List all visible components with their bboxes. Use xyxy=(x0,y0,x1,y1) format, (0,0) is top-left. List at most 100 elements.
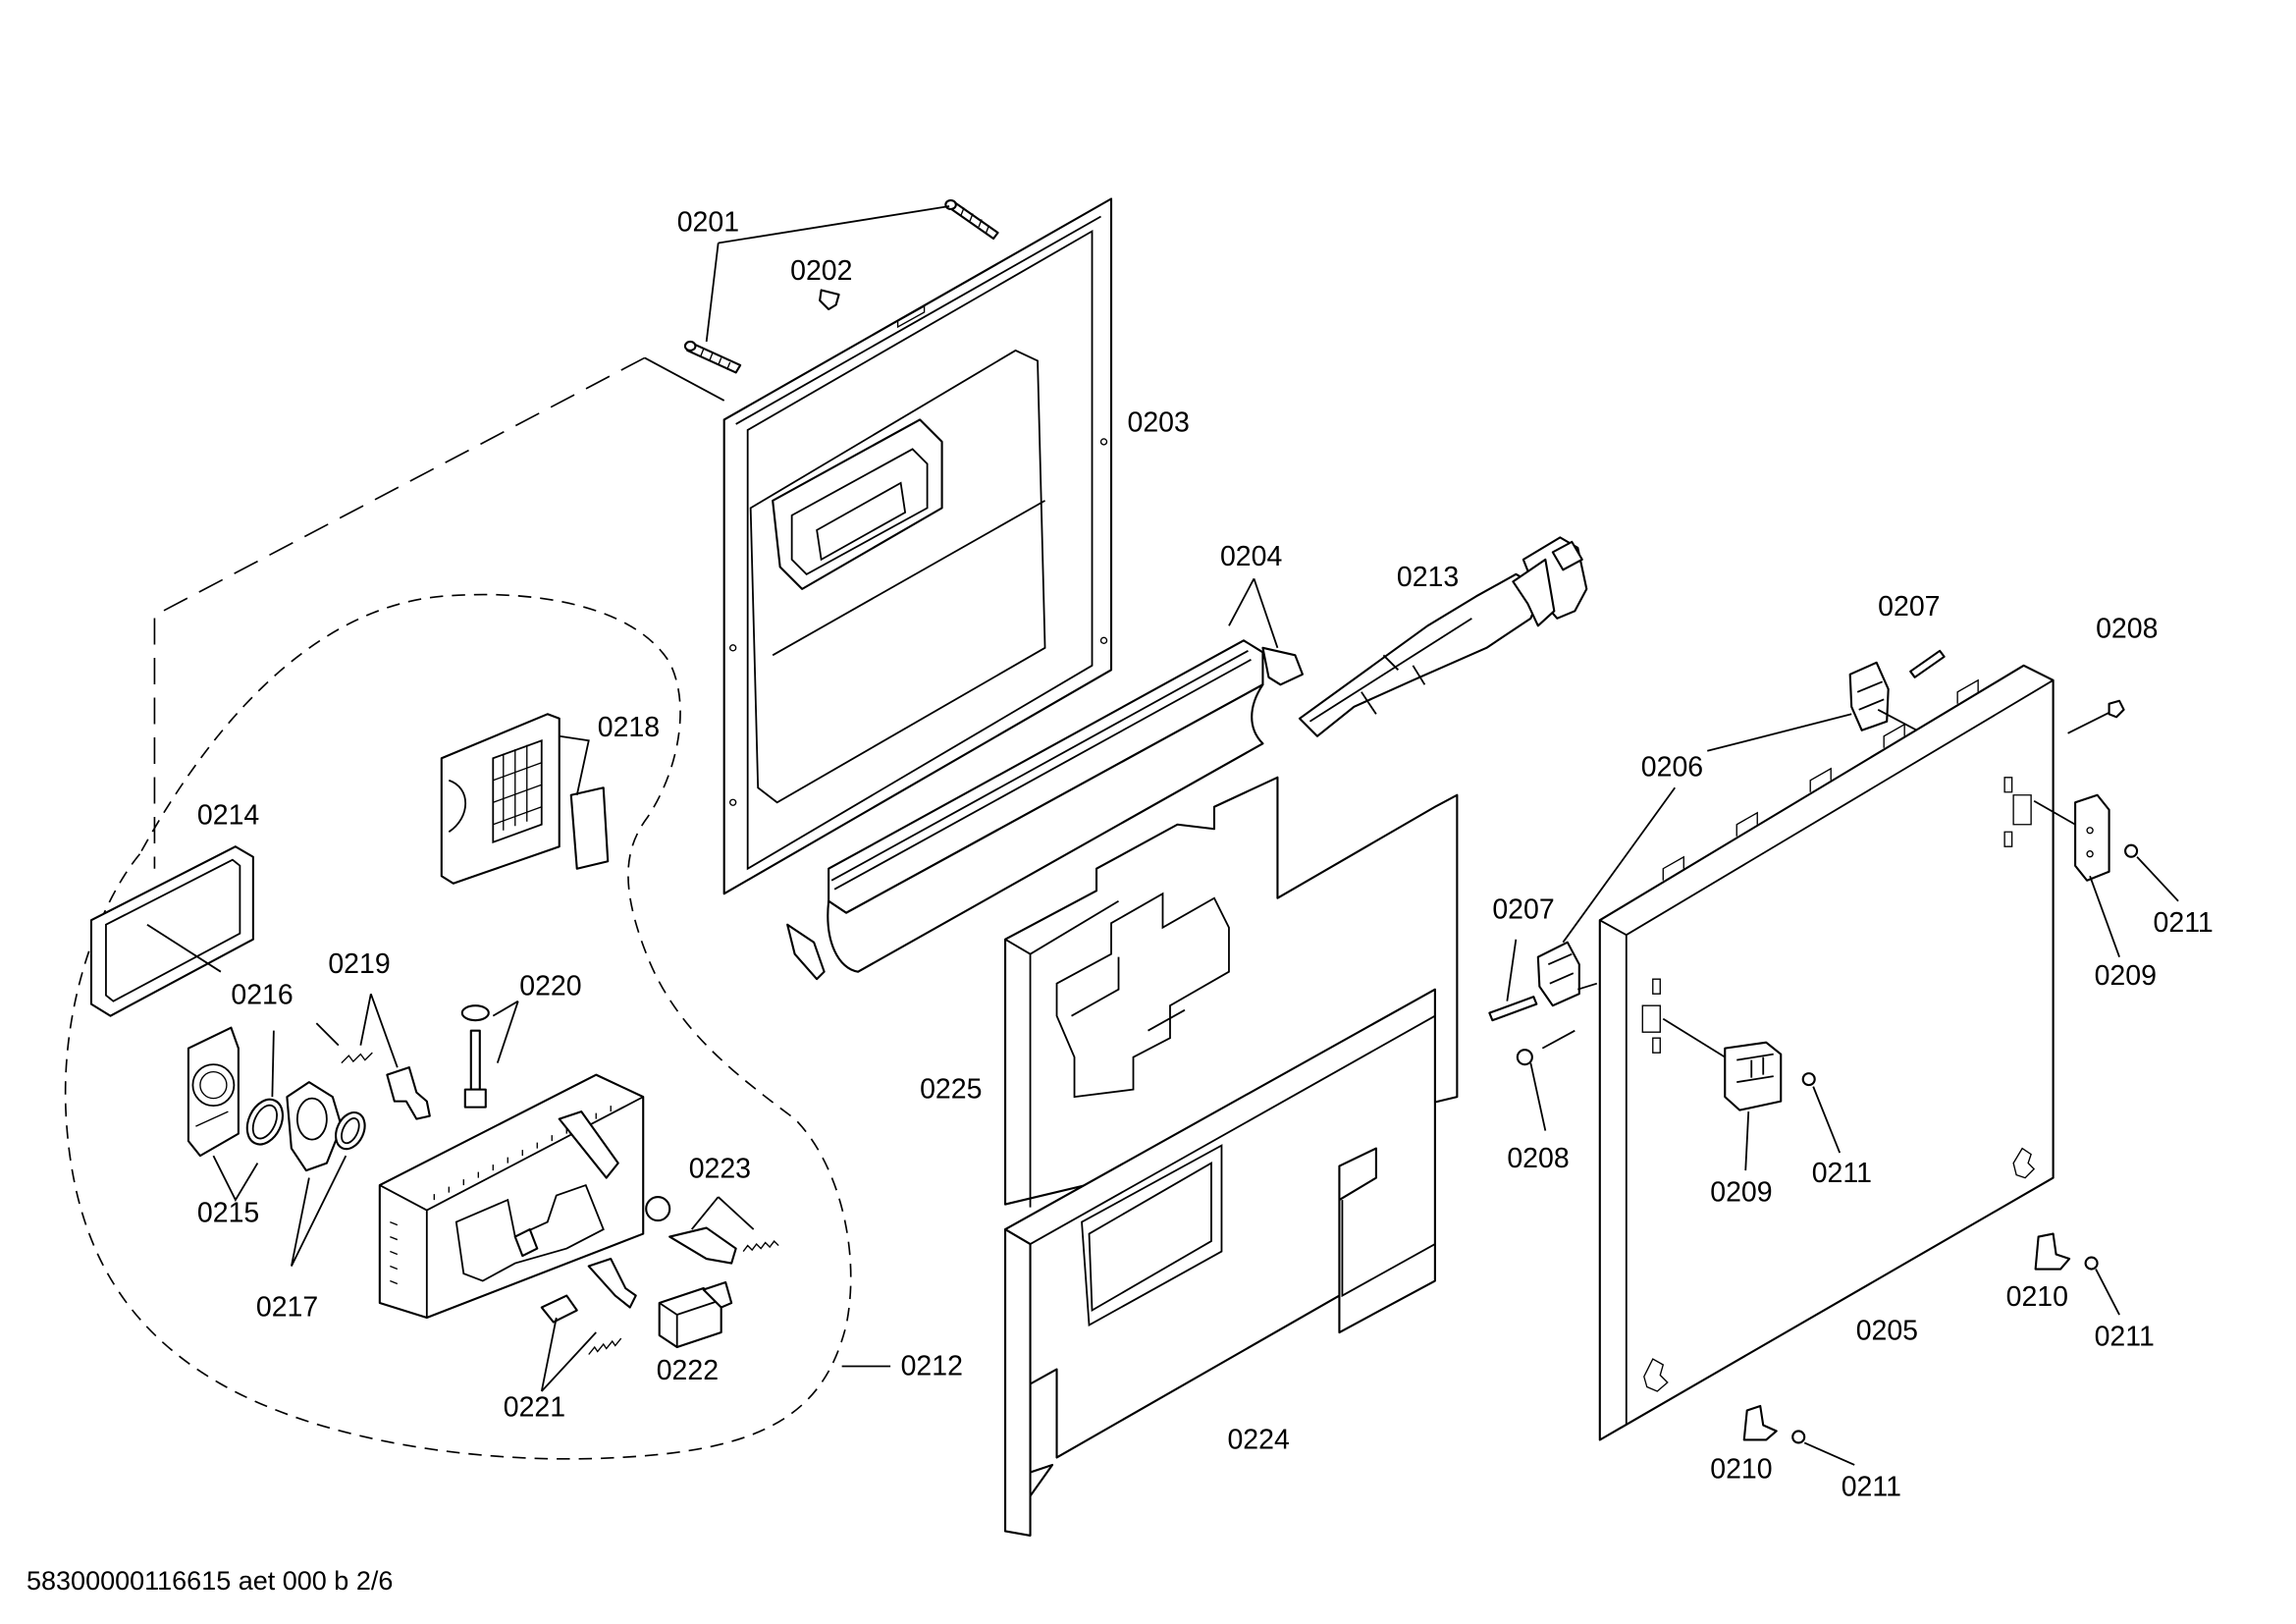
spring-0219 xyxy=(341,1052,373,1064)
label-0223: 0223 xyxy=(689,1154,751,1185)
latch-top xyxy=(1848,661,1890,731)
label-0201: 0201 xyxy=(677,207,739,239)
label-0203: 0203 xyxy=(1128,406,1190,438)
gasket-0214 xyxy=(89,845,254,1017)
label-0211-bottom: 0211 xyxy=(1842,1471,1901,1502)
trim-strip xyxy=(786,639,1304,981)
label-0220: 0220 xyxy=(519,971,581,1002)
frame-0218 xyxy=(440,713,561,885)
insulation-lower xyxy=(1004,988,1436,1537)
plunger-0220 xyxy=(460,1004,490,1109)
outer-door-panel xyxy=(1598,664,2055,1441)
label-0217: 0217 xyxy=(256,1292,318,1324)
label-0207-top: 0207 xyxy=(1878,591,1940,623)
label-0225: 0225 xyxy=(920,1074,982,1106)
label-0202: 0202 xyxy=(790,255,852,287)
pin-middle xyxy=(1488,996,1538,1022)
leader-0204 xyxy=(1228,577,1279,649)
leader-0211-lowright xyxy=(2095,1269,2120,1316)
pad-0218 xyxy=(569,786,610,870)
label-0210-right: 0210 xyxy=(2006,1281,2068,1313)
screw-0211-right xyxy=(2124,843,2139,858)
spring-0221 xyxy=(588,1337,622,1355)
leader-0208-top xyxy=(2067,711,2109,734)
clip-0202 xyxy=(819,289,840,311)
label-0221: 0221 xyxy=(504,1391,565,1423)
label-0209-right: 0209 xyxy=(2095,960,2157,992)
leader-0209-right xyxy=(2089,875,2120,957)
label-0218: 0218 xyxy=(598,712,660,743)
dashed-leader-end xyxy=(644,356,725,402)
dashed-leader xyxy=(153,356,646,869)
screw-top xyxy=(944,198,999,241)
oring-0217 xyxy=(335,1110,366,1151)
label-0205: 0205 xyxy=(1856,1316,1918,1347)
label-0209-mid: 0209 xyxy=(1710,1177,1772,1209)
screw-0211-mid xyxy=(1801,1072,1816,1087)
leader-latch-mid xyxy=(1577,982,1598,991)
screw-0211-lowright xyxy=(2084,1256,2099,1271)
pin-top xyxy=(1909,649,1946,678)
inner-door-panel xyxy=(722,197,1113,895)
leader-0217 xyxy=(290,1155,347,1267)
label-0213: 0213 xyxy=(1397,562,1459,593)
label-0222: 0222 xyxy=(657,1355,719,1386)
nut-middle xyxy=(1516,1049,1533,1066)
label-0216: 0216 xyxy=(231,980,293,1011)
label-0215: 0215 xyxy=(197,1198,259,1229)
leader-0223 xyxy=(691,1196,755,1230)
label-0212: 0212 xyxy=(901,1351,963,1382)
plate-0210-bottom xyxy=(1742,1404,1778,1441)
screw-0211-bottom xyxy=(1791,1430,1806,1444)
label-0219: 0219 xyxy=(328,948,390,980)
control-module-0212 xyxy=(378,1073,645,1320)
leader-0218 xyxy=(559,734,590,795)
document-reference: 58300000116615 aet 000 b 2/6 xyxy=(27,1566,394,1596)
label-0210-bottom: 0210 xyxy=(1710,1453,1772,1485)
leader-0220 xyxy=(492,1000,519,1063)
leader-0211-bottom xyxy=(1803,1441,1855,1466)
ball-0223 xyxy=(645,1196,671,1222)
control-group-outline xyxy=(64,593,852,1460)
label-0206: 0206 xyxy=(1641,751,1703,783)
switch-0222 xyxy=(658,1280,733,1349)
leader-bracket-right xyxy=(2033,799,2076,826)
leader-ring xyxy=(271,1030,275,1098)
label-0211-lowright: 0211 xyxy=(2095,1322,2155,1353)
leader-0207-mid xyxy=(1506,939,1518,1001)
hinge-bracket xyxy=(1298,536,1588,737)
label-0208-mid: 0208 xyxy=(1507,1143,1569,1174)
leader-0209-mid xyxy=(1744,1111,1750,1171)
leader-0221 xyxy=(540,1317,597,1392)
label-0207-mid: 0207 xyxy=(1492,894,1554,926)
knob-0217 xyxy=(286,1081,343,1172)
latch-middle xyxy=(1536,941,1580,1007)
leader-0219 xyxy=(315,993,399,1068)
bracket-0209-middle xyxy=(1724,1041,1783,1111)
housing-0215 xyxy=(187,1026,240,1158)
spring-0223 xyxy=(742,1240,779,1252)
label-0208-top: 0208 xyxy=(2096,613,2158,644)
label-0211-mid: 0211 xyxy=(1812,1158,1872,1189)
leader-0206-mid xyxy=(1562,786,1676,944)
label-0204: 0204 xyxy=(1220,541,1282,572)
label-0211-right: 0211 xyxy=(2154,907,2214,939)
label-0214: 0214 xyxy=(197,800,259,832)
leader-0215 xyxy=(212,1155,259,1202)
leader-0216 xyxy=(146,923,222,973)
screw-left xyxy=(683,340,742,374)
ring-0216 xyxy=(245,1098,284,1146)
lever-0219 xyxy=(386,1066,431,1120)
bracket-0209-right xyxy=(2074,793,2110,882)
leader-0211-right xyxy=(2136,856,2179,902)
leader-0201 xyxy=(705,205,950,343)
nut-top xyxy=(2108,699,2125,719)
leader-bracket-mid xyxy=(1662,1017,1726,1058)
lever-0221 xyxy=(587,1258,637,1309)
lever-0223 xyxy=(668,1226,737,1265)
clip-0221 xyxy=(540,1294,578,1324)
plate-0210-right xyxy=(2034,1232,2071,1271)
leader-0211-mid xyxy=(1812,1086,1842,1154)
